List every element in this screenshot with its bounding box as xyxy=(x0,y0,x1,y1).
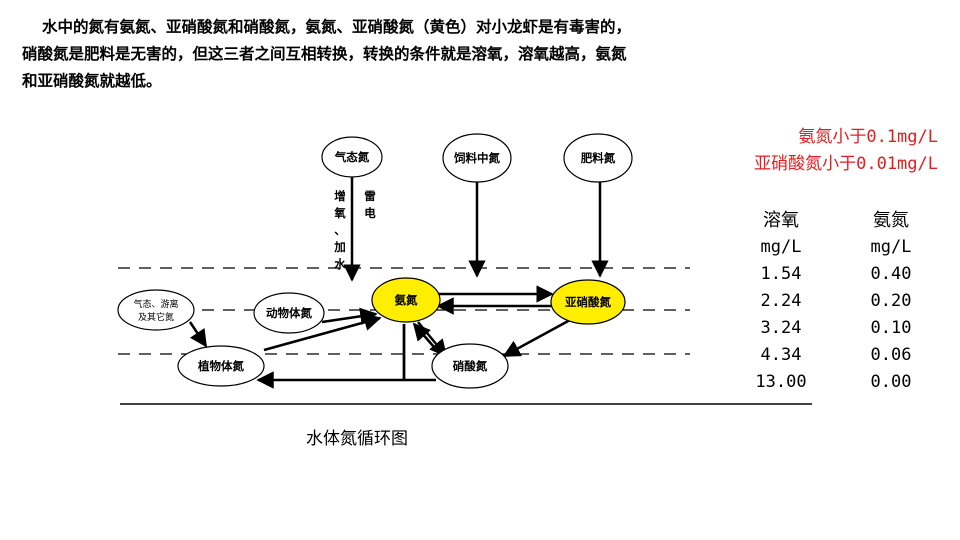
node-feed-nitrogen: 饲料中氮 xyxy=(442,133,512,183)
intro-line-2: 硝酸氮是肥料是无害的，但这三者之间互相转换，转换的条件就是溶氧，溶氧越高，氨氮 xyxy=(22,45,627,63)
table-cell-do: 4.34 xyxy=(760,344,802,365)
do-ammonia-table: 溶氧 氨氮 mg/L mg/L 1.54 0.40 2.24 0.20 3.24… xyxy=(726,204,946,395)
node-plant-nitrogen-label: 植物体氮 xyxy=(197,359,244,373)
arrow-nitrite-to-nitrate xyxy=(502,318,571,358)
table-header-do: 溶氧 xyxy=(763,210,799,231)
label-lightning: 雷 电 xyxy=(364,189,376,220)
oxygenation-char-1: 氧 xyxy=(333,206,346,220)
lightning-char-1: 电 xyxy=(364,206,376,220)
table-row: 13.00 0.00 xyxy=(726,368,946,395)
node-nitrite-nitrogen: 亚硝酸氮 xyxy=(550,279,626,325)
table-cell-ammonia: 0.40 xyxy=(870,263,912,284)
node-animal-nitrogen-label: 动物体氮 xyxy=(266,306,312,320)
table-cell-ammonia: 0.10 xyxy=(870,317,912,338)
node-feed-nitrogen-label: 饲料中氮 xyxy=(453,151,500,165)
node-fertilizer-nitrogen: 肥料氮 xyxy=(563,133,633,183)
toxicity-limits: 氨氮小于0.1mg/L 亚硝酸氮小于0.01mg/L xyxy=(706,124,938,178)
table-cell-do: 3.24 xyxy=(760,317,802,338)
node-plant-nitrogen: 植物体氮 xyxy=(177,345,265,387)
node-gas-free-label-2: 及其它氮 xyxy=(138,311,174,323)
diagram-caption: 水体氮循环图 xyxy=(306,429,408,449)
table-cell-do: 13.00 xyxy=(755,371,807,392)
node-nitrate-nitrogen-label: 硝酸氮 xyxy=(453,359,488,373)
intro-line-3: 和亚硝酸氮就越低。 xyxy=(22,72,162,90)
oxygenation-char-2: 、 xyxy=(334,223,346,237)
node-gas-free-nitrogen: 气态、游离 及其它氮 xyxy=(117,289,195,331)
lightning-char-0: 雷 xyxy=(364,189,376,203)
table-header: 溶氧 氨氮 xyxy=(726,204,946,234)
table-row: 3.24 0.10 xyxy=(726,314,946,341)
intro-paragraph: 水中的氮有氨氮、亚硝酸氮和硝酸氮，氨氮、亚硝酸氮（黄色）对小龙虾是有毒害的， 硝… xyxy=(22,14,822,95)
nitrite-limit: 亚硝酸氮小于0.01mg/L xyxy=(754,154,938,174)
node-nitrate-nitrogen: 硝酸氮 xyxy=(431,343,509,389)
table-unit-ammonia: mg/L xyxy=(870,237,912,257)
node-fertilizer-nitrogen-label: 肥料氮 xyxy=(581,151,616,165)
table-row: 2.24 0.20 xyxy=(726,287,946,314)
table-cell-ammonia: 0.06 xyxy=(870,344,912,365)
arrow-gasfree-to-plant xyxy=(188,321,208,348)
arrow-plant-to-ammonia xyxy=(263,313,382,352)
node-gas-nitrogen-label: 气态氮 xyxy=(334,150,370,164)
table-row: 4.34 0.06 xyxy=(726,341,946,368)
oxygenation-char-4: 水 xyxy=(334,257,346,271)
intro-line-1: 水中的氮有氨氮、亚硝酸氮和硝酸氮，氨氮、亚硝酸氮（黄色）对小龙虾是有毒害的， xyxy=(42,18,632,36)
node-nitrite-nitrogen-label: 亚硝酸氮 xyxy=(565,295,611,309)
node-animal-nitrogen: 动物体氮 xyxy=(253,292,325,334)
node-gas-free-label-1: 气态、游离 xyxy=(133,298,178,310)
table-cell-do: 1.54 xyxy=(760,263,802,284)
table-cell-ammonia: 0.00 xyxy=(870,371,912,392)
node-ammonia-nitrogen-label: 氨氮 xyxy=(395,293,418,307)
ammonia-limit: 氨氮小于0.1mg/L xyxy=(798,127,938,147)
table-cell-ammonia: 0.20 xyxy=(870,290,912,311)
table-unit-do: mg/L xyxy=(760,237,802,257)
table-row: 1.54 0.40 xyxy=(726,260,946,287)
oxygenation-char-0: 增 xyxy=(334,189,346,203)
table-cell-do: 2.24 xyxy=(760,290,802,311)
node-gas-nitrogen: 气态氮 xyxy=(321,136,383,178)
label-oxygenation: 增 氧 、 加 水 xyxy=(333,189,346,271)
node-ammonia-nitrogen: 氨氮 xyxy=(371,277,441,323)
arrow-nitrate-to-ammonia xyxy=(412,322,441,355)
table-units: mg/L mg/L xyxy=(726,234,946,260)
arrow-nitrate-to-plant xyxy=(256,324,436,389)
oxygenation-char-3: 加 xyxy=(333,240,346,254)
table-header-ammonia: 氨氮 xyxy=(873,210,909,231)
